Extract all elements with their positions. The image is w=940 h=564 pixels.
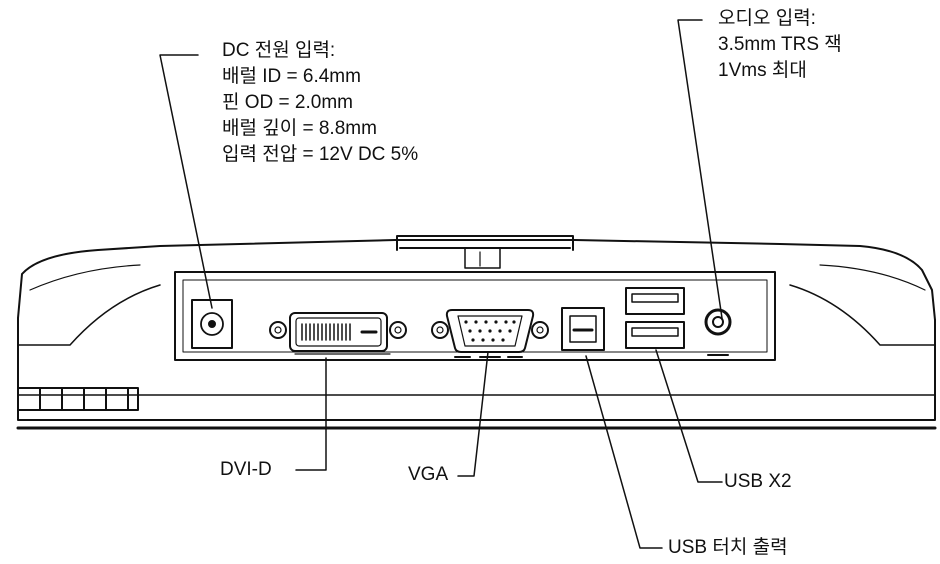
audio-callout: 오디오 입력: 3.5mm TRS 잭 1Vms 최대 [718, 6, 842, 84]
leader-dc-power [159, 54, 213, 309]
audio-line: 1Vms 최대 [718, 60, 807, 81]
audio-line: 3.5mm TRS 잭 [718, 34, 842, 55]
usb-a-ports [625, 287, 685, 349]
dc-power-line: 입력 전압 = 12V DC 5% [222, 144, 419, 165]
dc-power-line: 배럴 ID = 6.4mm [222, 66, 361, 87]
leader-usb-x2 [655, 349, 723, 483]
leader-lines [159, 19, 723, 549]
leader-audio [677, 19, 723, 319]
vga-port [431, 309, 549, 358]
dvi-label: DVI-D [220, 459, 272, 480]
dvi-d-port [269, 312, 407, 355]
usb-x2-label: USB X2 [724, 471, 792, 492]
audio-title: 오디오 입력: [718, 8, 816, 29]
connector-panel [174, 271, 776, 361]
leader-vga [457, 351, 489, 477]
dc-power-title: DC 전원 입력: [222, 40, 336, 61]
dc-power-jack [191, 299, 233, 349]
vent-slots [17, 387, 139, 411]
leader-dvi [295, 357, 327, 471]
usb-b-touch-port [561, 307, 605, 351]
dc-power-line: 핀 OD = 2.0mm [222, 92, 353, 113]
usb-touch-label: USB 터치 출력 [668, 537, 788, 558]
audio-jack [704, 308, 732, 356]
stand-hinge [396, 235, 574, 269]
dc-power-line: 배럴 깊이 = 8.8mm [222, 118, 377, 139]
leader-usb-touch [585, 355, 663, 549]
vga-label: VGA [408, 464, 449, 485]
dc-power-callout: DC 전원 입력: 배럴 ID = 6.4mm 핀 OD = 2.0mm 배럴 … [222, 38, 418, 168]
monitor-body [16, 239, 937, 430]
